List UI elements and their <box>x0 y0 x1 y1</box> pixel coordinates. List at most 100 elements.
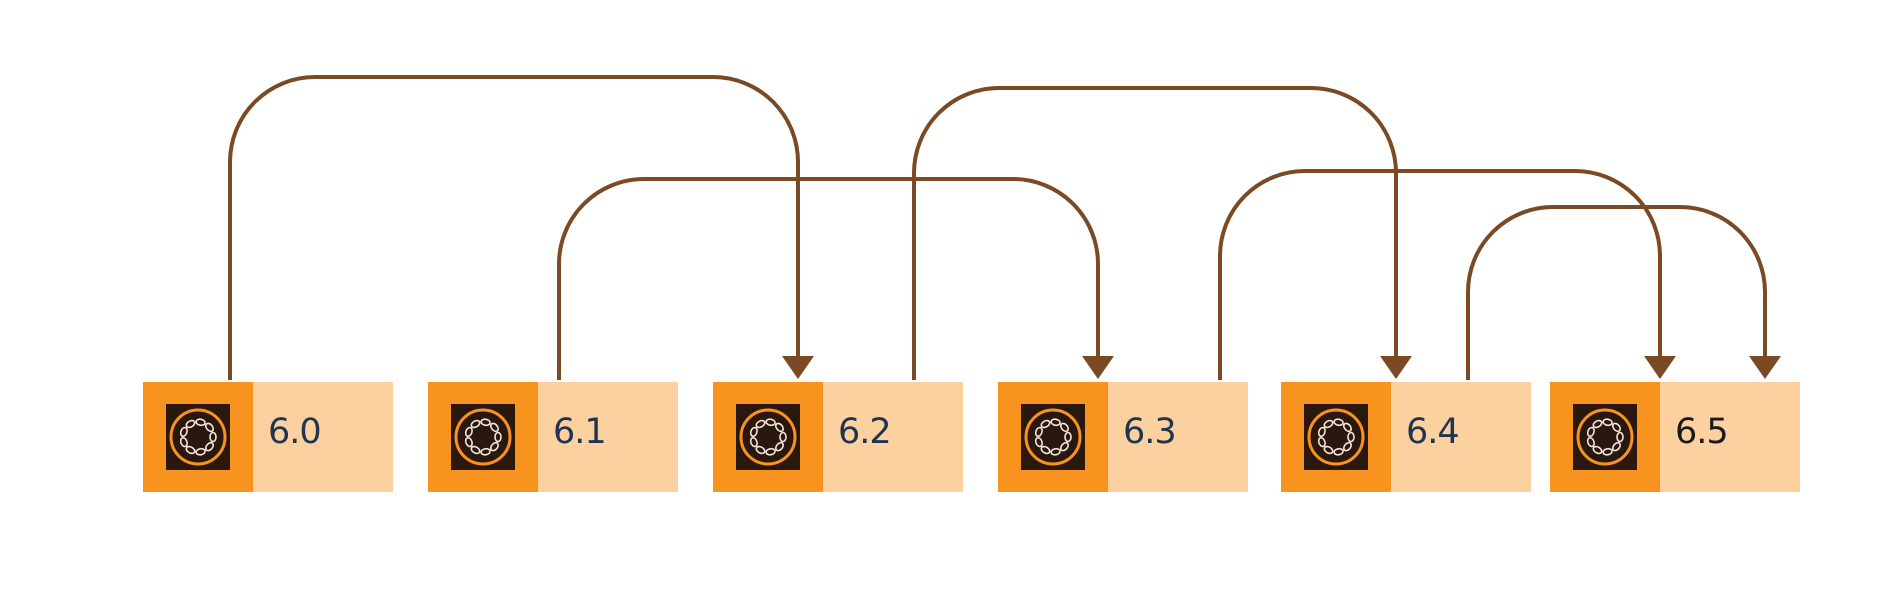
arrow-6-0-to-6-2 <box>228 75 814 380</box>
icon-link <box>195 418 206 427</box>
icon-ring <box>169 408 227 466</box>
icon-link <box>480 418 491 427</box>
arrow-6-1-to-6-3 <box>557 177 1114 380</box>
label-panel: 6.0 <box>253 382 393 492</box>
arrow-6-4-to-6-5 <box>1466 205 1781 380</box>
icon-link <box>1333 447 1344 456</box>
icon-link <box>1040 445 1051 455</box>
arrow-line <box>557 177 1100 380</box>
arrow-head <box>782 356 814 379</box>
icon-link <box>489 441 499 452</box>
icon-tile <box>998 382 1108 492</box>
icon-link <box>774 422 784 433</box>
icon-link <box>1059 441 1069 452</box>
version-box-6-3: 6.3 <box>998 382 1248 492</box>
arrow-head <box>1644 356 1676 379</box>
icon-link <box>1602 418 1613 427</box>
icon-link <box>1050 447 1061 456</box>
icon-link <box>749 436 758 448</box>
icon-ring <box>1576 408 1634 466</box>
aem-icon-graphic <box>454 408 512 466</box>
version-label: 6.2 <box>838 412 892 452</box>
version-box-6-5: 6.5 <box>1550 382 1800 492</box>
arrow-line <box>1218 169 1662 380</box>
icon-link <box>774 441 784 452</box>
icon-link <box>179 436 188 448</box>
label-panel: 6.2 <box>823 382 963 492</box>
label-panel: 6.5 <box>1660 382 1800 492</box>
icon-link <box>1317 436 1326 448</box>
icon-link <box>179 426 188 438</box>
icon-link <box>195 447 206 456</box>
icon-link <box>1323 445 1334 455</box>
icon-ring <box>1024 408 1082 466</box>
icon-ring <box>1307 408 1365 466</box>
icon-ring <box>454 408 512 466</box>
arrow-head <box>1082 356 1114 379</box>
version-label: 6.3 <box>1123 412 1177 452</box>
version-label: 6.5 <box>1675 412 1729 452</box>
icon-link <box>1342 441 1352 452</box>
icon-link <box>1040 419 1051 429</box>
icon-link <box>1586 426 1595 438</box>
icon-link <box>1050 418 1061 427</box>
icon-link <box>1317 426 1326 438</box>
aem-icon-graphic <box>739 408 797 466</box>
version-box-6-2: 6.2 <box>713 382 963 492</box>
icon-tile <box>1550 382 1660 492</box>
icon-link <box>1592 445 1603 455</box>
aem-product-icon <box>736 404 800 470</box>
icon-link <box>1323 419 1334 429</box>
icon-link <box>1611 441 1621 452</box>
icon-link <box>1347 431 1355 443</box>
icon-link <box>209 431 217 443</box>
icon-tile <box>428 382 538 492</box>
aem-product-icon <box>451 404 515 470</box>
icon-link <box>470 419 481 429</box>
label-panel: 6.4 <box>1391 382 1531 492</box>
arrow-line <box>228 75 800 380</box>
aem-product-icon <box>1304 404 1368 470</box>
aem-icon-graphic <box>1576 408 1634 466</box>
version-box-6-1: 6.1 <box>428 382 678 492</box>
icon-link <box>204 422 214 433</box>
icon-link <box>1602 447 1613 456</box>
icon-tile <box>1281 382 1391 492</box>
aem-icon-graphic <box>1307 408 1365 466</box>
icon-ring <box>739 408 797 466</box>
version-label: 6.4 <box>1406 412 1460 452</box>
icon-link <box>204 441 214 452</box>
icon-link <box>1592 419 1603 429</box>
icon-tile <box>713 382 823 492</box>
label-panel: 6.1 <box>538 382 678 492</box>
aem-product-icon <box>166 404 230 470</box>
icon-link <box>765 447 776 456</box>
icon-link <box>755 445 766 455</box>
icon-link <box>1064 431 1072 443</box>
icon-link <box>464 436 473 448</box>
icon-link <box>1342 422 1352 433</box>
icon-link <box>749 426 758 438</box>
version-label: 6.0 <box>268 412 322 452</box>
icon-link <box>1611 422 1621 433</box>
arrow-head <box>1380 356 1412 379</box>
aem-icon-graphic <box>1024 408 1082 466</box>
icon-link <box>185 419 196 429</box>
icon-link <box>765 418 776 427</box>
arrow-6-2-to-6-4 <box>912 86 1412 380</box>
icon-tile <box>143 382 253 492</box>
label-panel: 6.3 <box>1108 382 1248 492</box>
icon-link <box>1034 426 1043 438</box>
icon-link <box>464 426 473 438</box>
icon-link <box>185 445 196 455</box>
version-box-6-4: 6.4 <box>1281 382 1531 492</box>
icon-link <box>470 445 481 455</box>
version-label: 6.1 <box>553 412 607 452</box>
icon-link <box>1616 431 1624 443</box>
aem-product-icon <box>1021 404 1085 470</box>
version-box-6-0: 6.0 <box>143 382 393 492</box>
arrow-line <box>1466 205 1767 380</box>
icon-link <box>1059 422 1069 433</box>
